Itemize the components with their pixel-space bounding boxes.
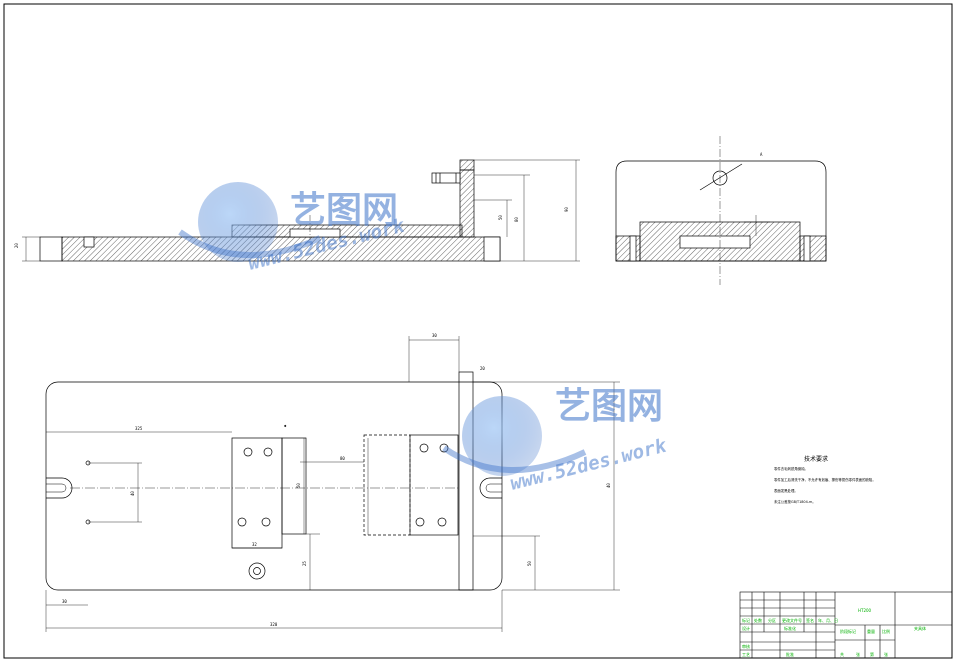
tb-material: HT200 (858, 608, 872, 613)
plan-dim-325: 325 (135, 426, 143, 431)
front-dim-50: 50 (498, 215, 503, 220)
tb-label-approve: 批准 (786, 651, 794, 657)
front-right-step (483, 236, 501, 262)
drawing-border (3, 3, 953, 659)
tb-label-change: 更改文件号 (782, 617, 802, 623)
tech-note-line: 表面发黑处理。 (774, 488, 798, 493)
tb-label-review: 审核 (742, 643, 750, 649)
tb-label-standard: 标准化 (784, 625, 796, 631)
plan-dim-40: 40 (130, 491, 135, 496)
plan-view (45, 336, 620, 632)
tb-label-stage: 阶段标记 (840, 628, 856, 634)
front-dim-20: 20 (14, 243, 19, 248)
front-dim-80: 80 (514, 217, 519, 222)
tb-label-count: 处数 (754, 617, 762, 623)
plan-hole (415, 517, 425, 527)
front-upright-top (459, 159, 475, 171)
watermark-brand: 艺图网 (555, 386, 663, 427)
tb-label-sheet: 张 (884, 651, 888, 657)
watermark-logo-mid: 艺图网 www.52des.work (442, 386, 670, 495)
side-left-block (615, 235, 641, 262)
plan-hole (437, 517, 447, 527)
tech-note-line: 零件加工后清洗干净，不允许有划痕、擦伤等损伤零件表面的缺陷。 (774, 477, 876, 482)
tb-label-weight: 重量 (867, 628, 875, 634)
plan-hole (243, 447, 253, 457)
plan-hole (237, 517, 247, 527)
side-left-hole (629, 235, 637, 262)
tb-part-name: 夹具体 (914, 625, 926, 631)
tb-label-process: 工艺 (742, 652, 750, 657)
tech-note-line: 零件去毛刺锐角倒钝。 (774, 466, 808, 471)
plan-hole (439, 443, 449, 453)
tb-label-zone: 分区 (768, 617, 776, 623)
plan-dim-25: 25 (302, 561, 307, 566)
side-view (615, 136, 827, 285)
tech-note-line: 未注公差按GB/T1804-m。 (774, 499, 816, 504)
side-section-label: A (760, 152, 763, 157)
front-view (22, 159, 580, 262)
tb-label-sheets: 张 (856, 651, 860, 657)
plan-marker: ◆ (284, 423, 287, 428)
plan-vertical-rail (458, 371, 474, 591)
front-upright-wall (459, 169, 475, 238)
plan-hole (263, 447, 273, 457)
tech-notes: 技术要求 零件去毛刺锐角倒钝。 零件加工后清洗干净，不允许有划痕、擦伤等损伤零件… (774, 455, 876, 504)
front-dim-90: 90 (564, 207, 569, 212)
side-outline (615, 160, 827, 262)
plan-right-u-slot (479, 477, 502, 499)
front-slot (289, 228, 341, 238)
plan-dim-320: 320 (270, 622, 278, 627)
plan-outline (45, 381, 503, 591)
tb-label-mark: 标记 (742, 617, 750, 623)
tb-label-no: 第 (870, 651, 874, 657)
front-base-slab (61, 236, 501, 262)
plan-hole (419, 443, 429, 453)
plan-dim-80: 80 (340, 456, 345, 461)
plan-hole-bottom (248, 562, 266, 580)
side-center-slot (679, 235, 751, 249)
plan-hole (261, 517, 271, 527)
plan-dim-20: 20 (480, 366, 485, 371)
tb-label-sign: 签名 (806, 617, 814, 623)
plan-clamp-block-left (231, 437, 283, 549)
plan-dim-30: 30 (432, 333, 437, 338)
plan-dim-30b: 30 (62, 599, 67, 604)
tb-label-design: 设计 (742, 625, 750, 631)
watermark-brand: 艺图网 (290, 190, 398, 231)
tb-label-scale: 比例 (882, 628, 890, 634)
title-block (739, 591, 953, 659)
tb-label-total: 共 (840, 651, 844, 657)
tb-label-date: 年、月、日 (818, 617, 838, 623)
front-screw (431, 172, 461, 184)
front-left-lip (39, 236, 63, 262)
plan-dim-50: 50 (296, 483, 301, 488)
plan-dim-40b: 40 (606, 483, 611, 488)
tech-notes-title: 技术要求 (804, 455, 828, 463)
plan-dim-50b: 50 (527, 561, 532, 566)
side-right-hole (803, 235, 811, 262)
plan-left-u-slot (46, 477, 73, 499)
plan-dim-32: 32 (252, 542, 257, 547)
front-left-notch (83, 236, 95, 248)
